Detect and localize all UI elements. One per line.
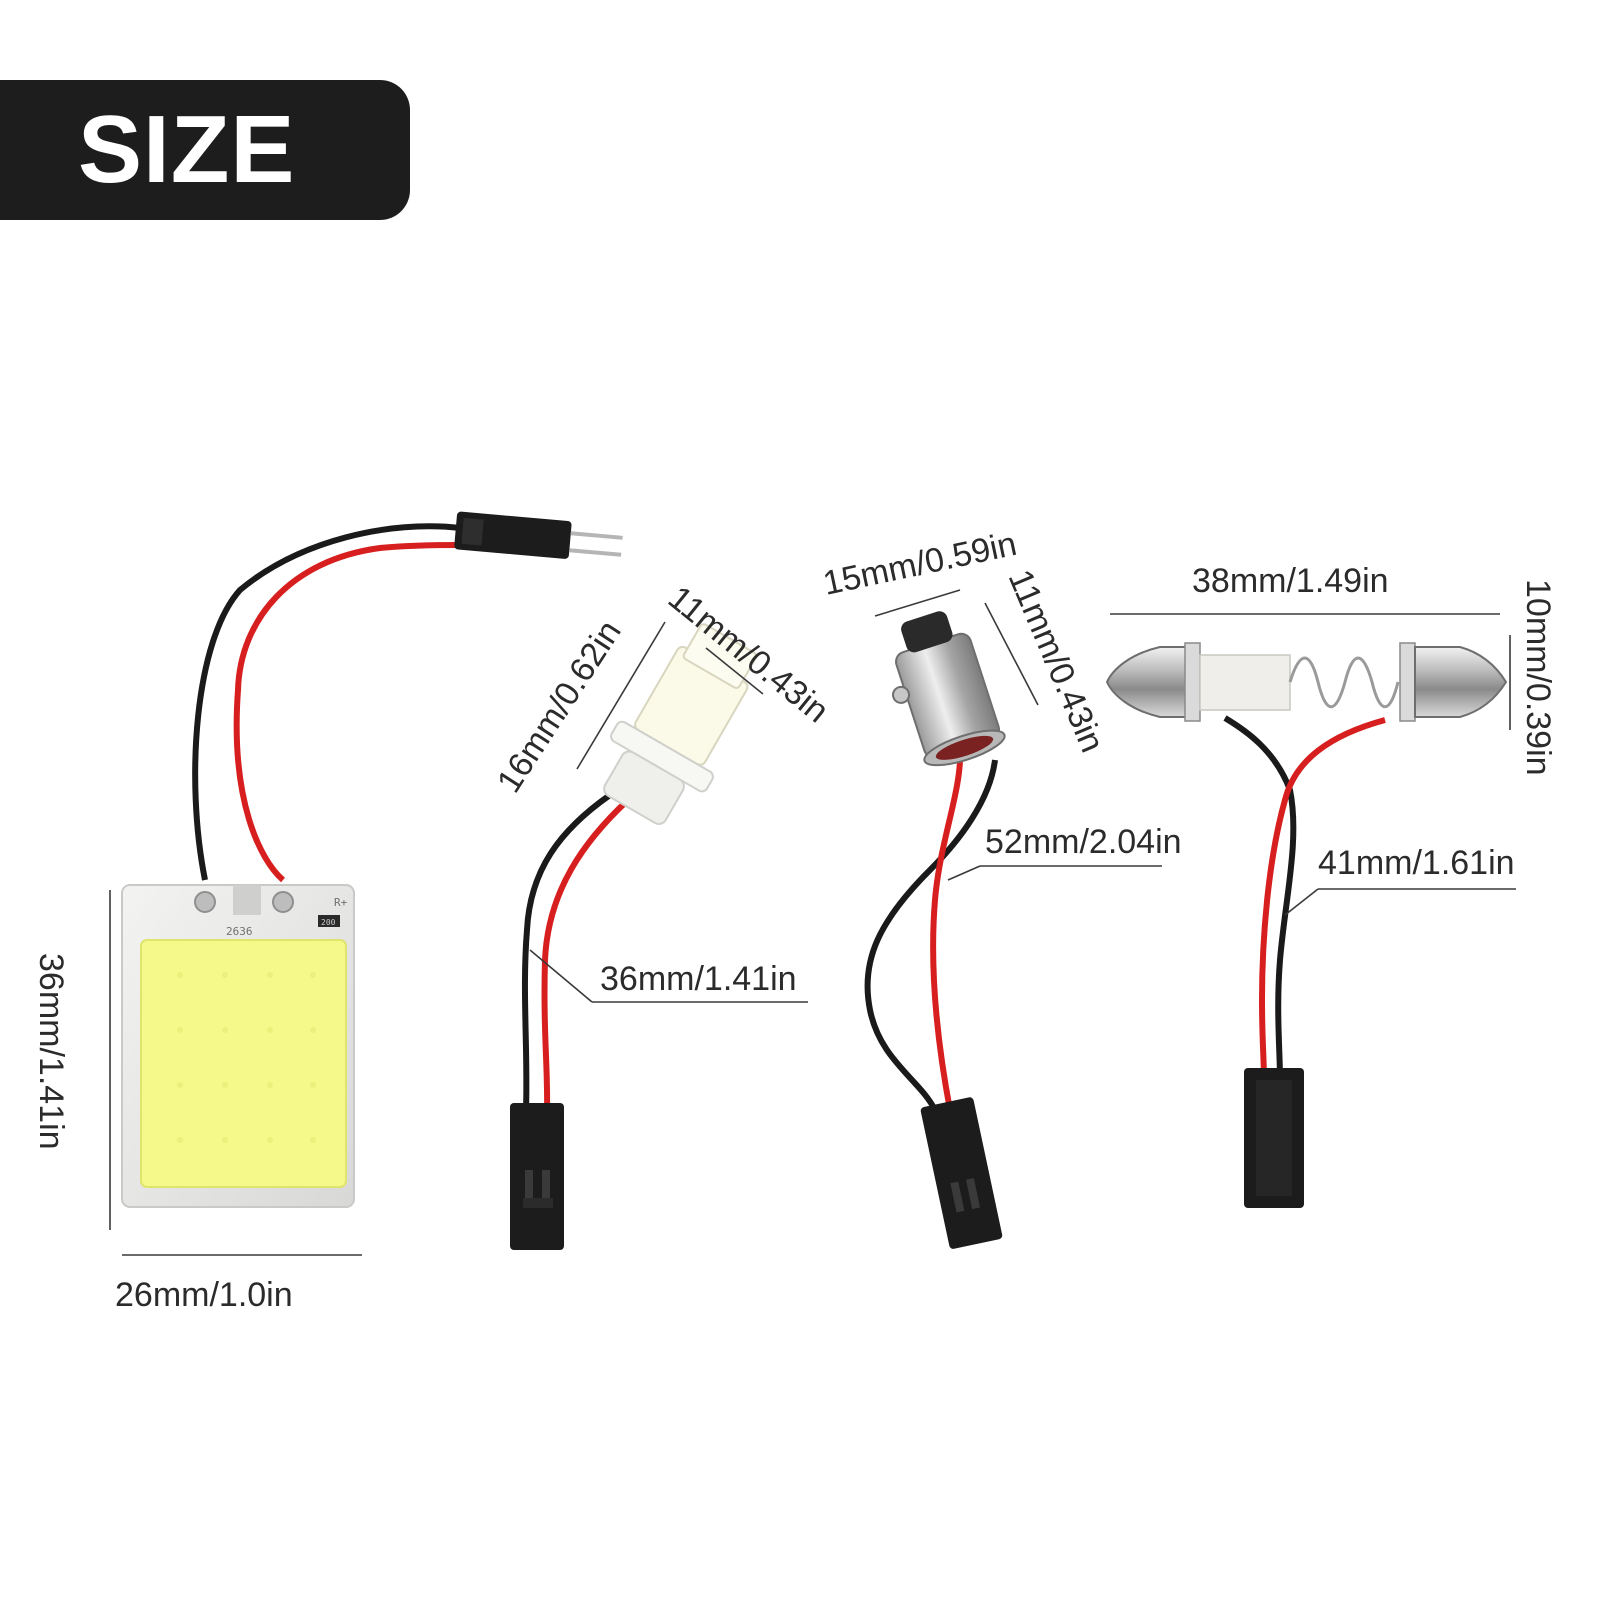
cob-red-wire <box>233 542 461 883</box>
t10-height-dim-line <box>576 621 666 770</box>
ba9s-dupont-connector <box>920 1097 1003 1249</box>
cob-resistor-code: 200 <box>321 918 336 927</box>
festoon-cable-label: 41mm/1.61in <box>1318 844 1515 882</box>
cob-height-label: 36mm/1.41in <box>32 953 70 1150</box>
ba9s-cable-label: 52mm/2.04in <box>985 823 1182 861</box>
festoon-red-wire <box>1258 717 1386 1081</box>
t10-width-dim-line <box>705 647 764 695</box>
festoon-cable-dim-leader <box>1284 888 1319 916</box>
ba9s-black-wire <box>864 759 998 1112</box>
cob-panel-light: R+ 2636 200 36mm/1.41in 26mm/1.0in <box>32 511 623 1314</box>
t10-cable-dim-leader <box>529 949 593 1003</box>
t10-wedge-bulb: 16mm/0.62in 11mm/0.43in 36mm/1.41in <box>490 579 836 1250</box>
t10-height-label: 16mm/0.62in <box>490 614 629 800</box>
festoon-length-label: 38mm/1.49in <box>1192 562 1389 600</box>
ba9s-width-dim-line <box>984 602 1039 706</box>
festoon-black-wire <box>1223 715 1297 1081</box>
festoon-dupont-connector <box>1244 1068 1304 1208</box>
t10-dupont-connector <box>510 1103 564 1250</box>
cob-polarity-mark: R+ <box>334 896 348 909</box>
festoon-spring <box>1288 656 1400 708</box>
size-banner: SIZE <box>0 80 410 220</box>
cob-pin-connector <box>454 511 623 559</box>
ba9s-width-label: 11mm/0.43in <box>1001 564 1112 757</box>
cob-led-chip <box>140 939 347 1188</box>
t10-cable-label: 36mm/1.41in <box>600 960 797 998</box>
ba9s-height-label: 15mm/0.59in <box>820 525 1020 603</box>
ba9s-red-wire <box>930 749 964 1111</box>
cob-board-code: 2636 <box>226 925 253 938</box>
cob-width-label: 26mm/1.0in <box>115 1276 293 1314</box>
festoon-left-cap <box>1105 646 1191 718</box>
festoon-bulb: 38mm/1.49in 10mm/0.39in 41mm/1.61in <box>1105 562 1557 1208</box>
ba9s-height-dim-line <box>874 589 961 617</box>
festoon-diameter-label: 10mm/0.39in <box>1519 579 1557 776</box>
ba9s-cable-dim-leader <box>947 865 981 881</box>
ba9s-bulb: 15mm/0.59in 11mm/0.43in 52mm/2.04in <box>820 525 1182 1249</box>
t10-black-wire <box>521 792 612 1111</box>
t10-red-wire <box>541 797 631 1111</box>
festoon-right-cap <box>1414 646 1508 718</box>
size-banner-title: SIZE <box>78 96 296 203</box>
cob-black-wire <box>192 523 461 881</box>
